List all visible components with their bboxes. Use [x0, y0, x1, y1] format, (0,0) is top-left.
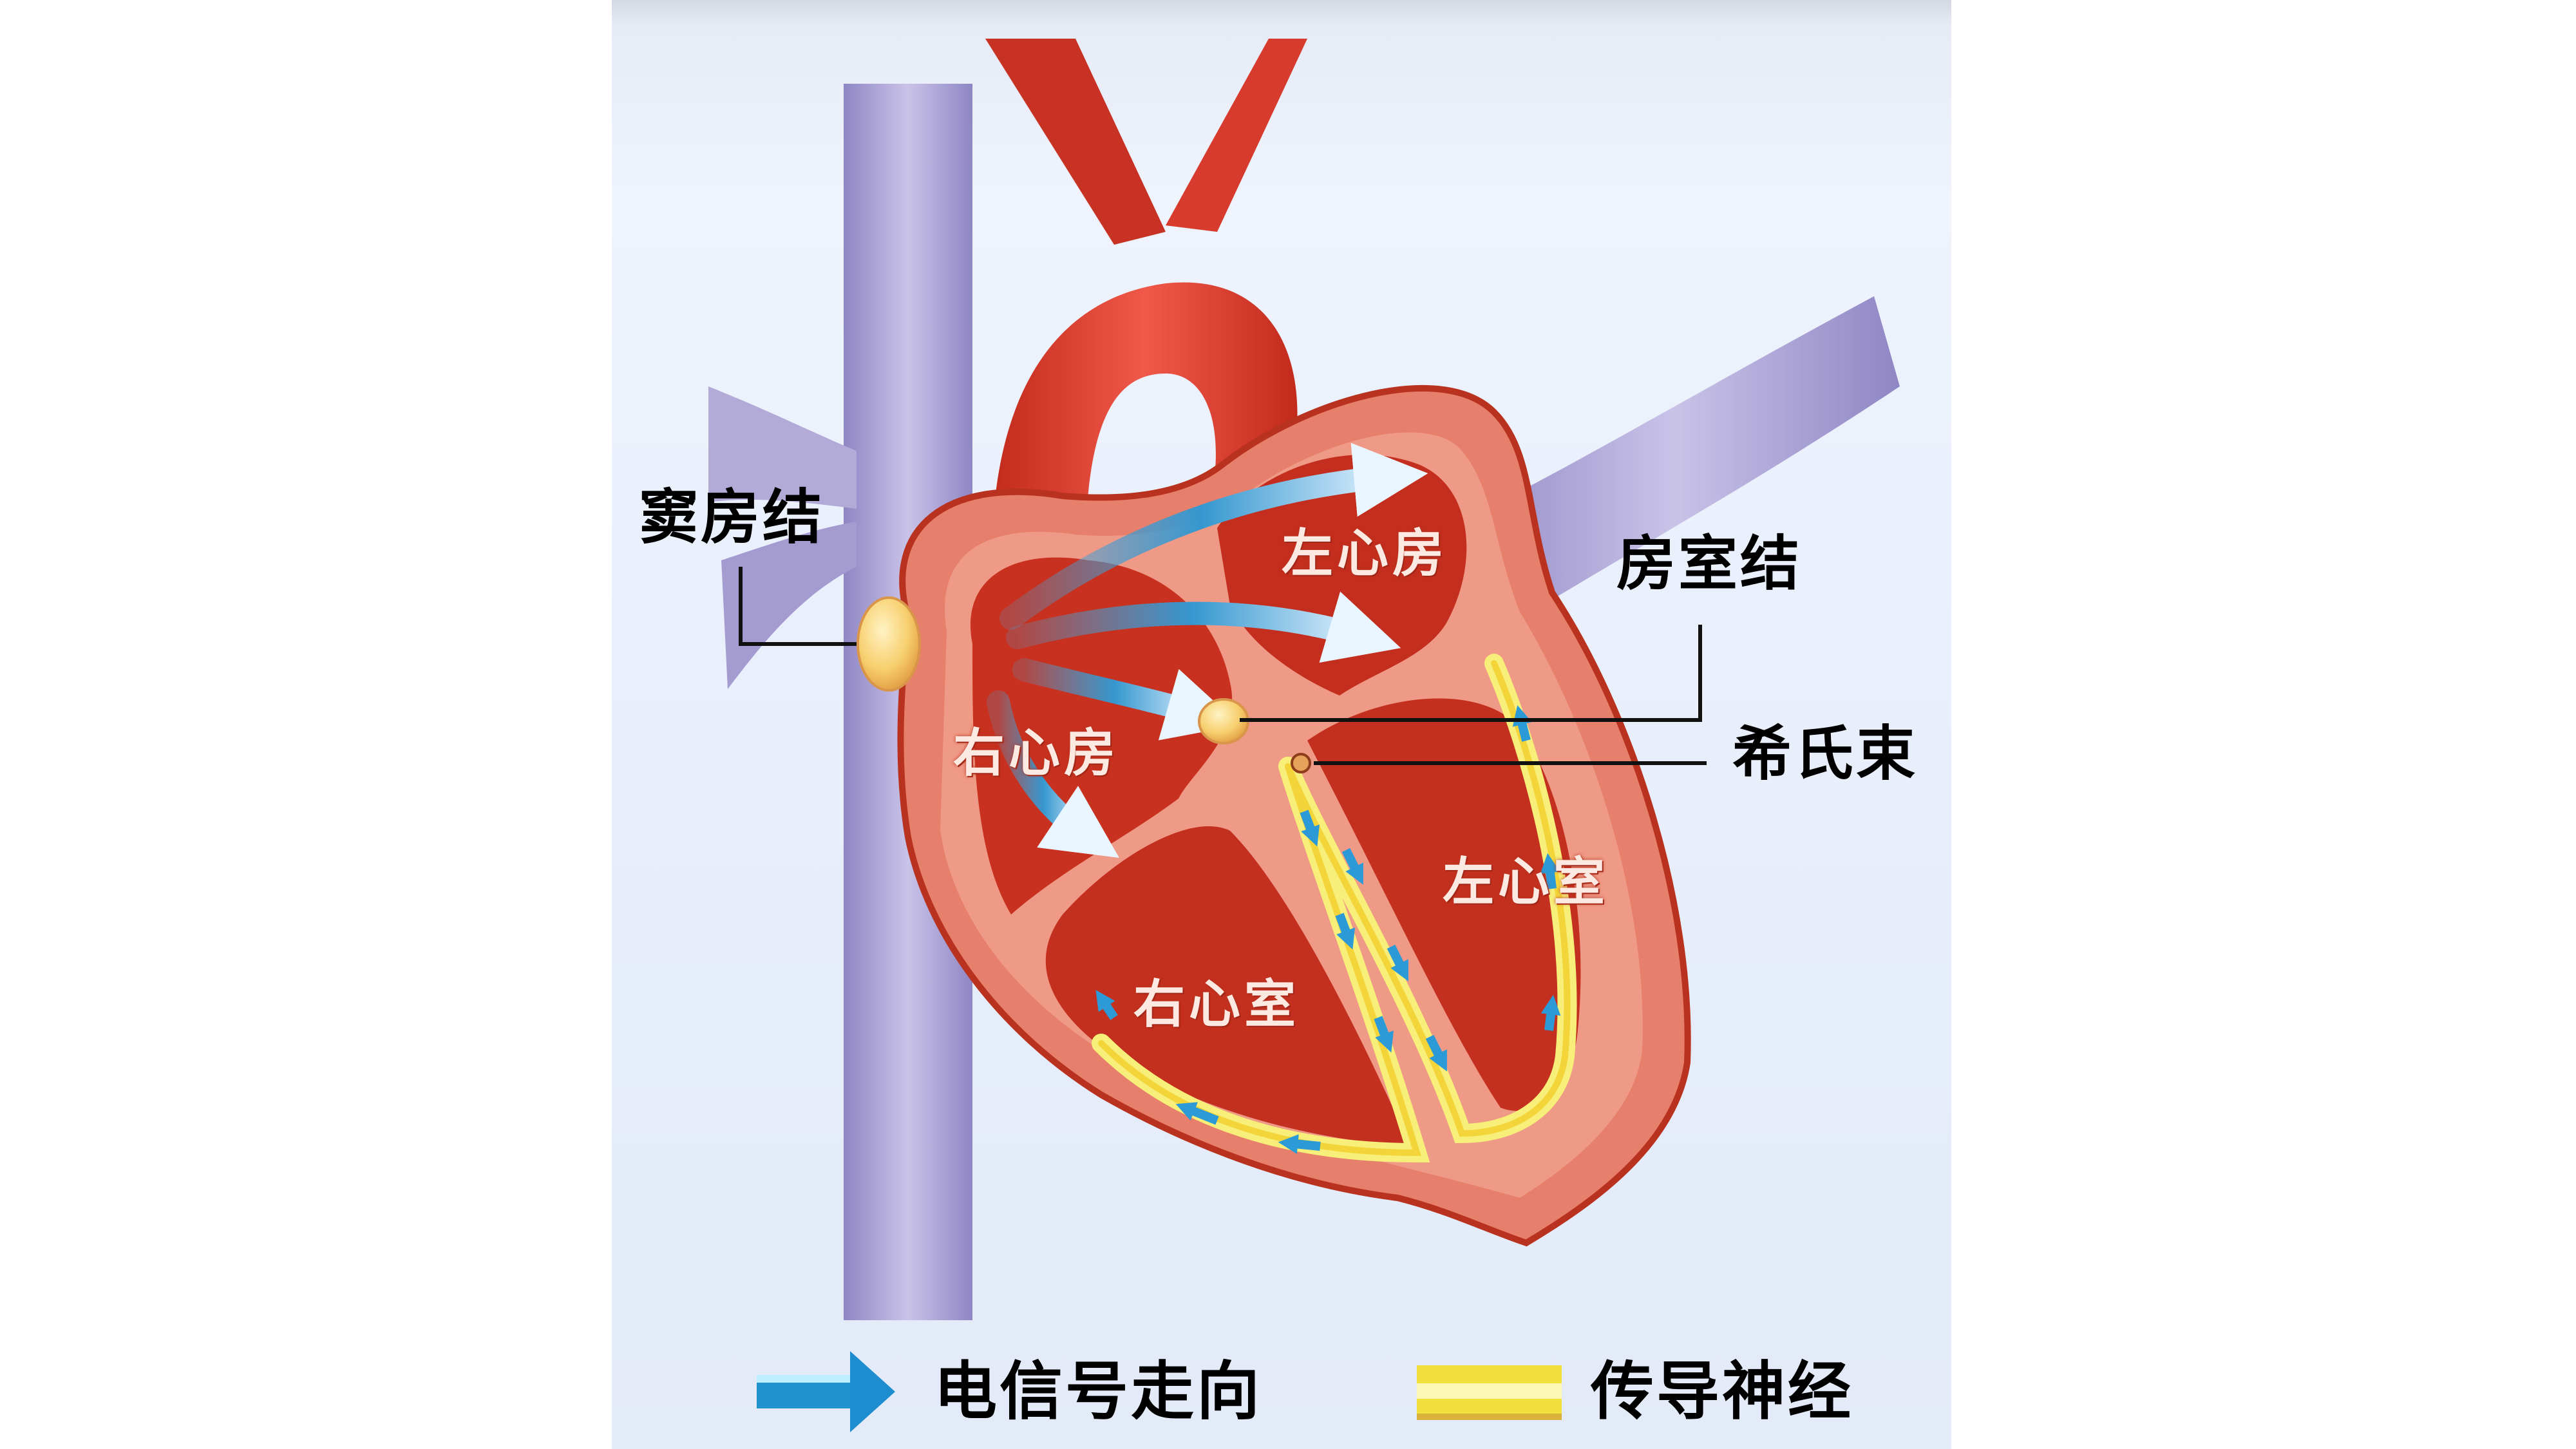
right-atrium-label: 右心房	[953, 723, 1119, 783]
av-node-label: 房室结	[1616, 529, 1803, 598]
leader-lines	[739, 567, 1707, 765]
sa-node	[857, 596, 921, 692]
sa-node-label: 窦房结	[639, 483, 825, 552]
legend-signal-label: 电信号走向	[934, 1355, 1263, 1428]
heart-diagram-panel: 窦房结 房室结 希氏束 左心房 右心房 左心室 右心室 电信号走向 传导神经	[612, 0, 1951, 1449]
left-ventricle-label: 左心室	[1443, 852, 1609, 912]
yellow-band-icon	[1417, 1365, 1562, 1420]
heart-illustration	[708, 39, 1900, 1432]
right-atrium	[970, 557, 1233, 914]
his-bundle-point	[1291, 753, 1311, 773]
right-ventricle-label: 右心室	[1133, 974, 1300, 1034]
blue-arrow-icon	[757, 1351, 895, 1432]
his-bundle-label: 希氏束	[1732, 719, 1918, 788]
left-ventricle	[1307, 698, 1581, 1111]
legend-conduction-label: 传导神经	[1591, 1355, 1854, 1428]
signal-arrows	[987, 442, 1428, 858]
left-atrium-label: 左心房	[1282, 524, 1448, 583]
pathway-signal-arrows	[1095, 705, 1561, 1154]
